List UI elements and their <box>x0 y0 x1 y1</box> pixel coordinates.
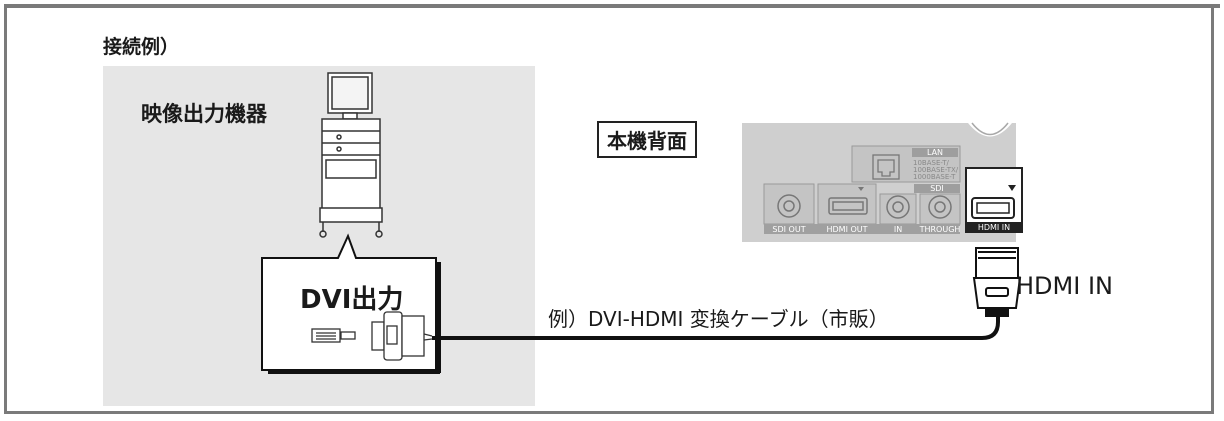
sdi-through-port-icon <box>928 195 952 219</box>
sdi-in-port-icon <box>886 195 910 219</box>
dvi-plug-icon <box>371 311 433 361</box>
rear-panel: LAN 10BASE-T/ 100BASE-TX/ 1000BASE-T SDI <box>742 122 1023 242</box>
dvi-output-label: DVI出力 <box>300 285 404 315</box>
source-device-label: 映像出力機器 <box>141 102 267 126</box>
port-label-hdmi-out: HDMI OUT <box>826 225 867 234</box>
sdi-title: SDI <box>930 184 944 193</box>
diagram-heading: 接続例） <box>103 36 180 58</box>
lan-spec-3: 1000BASE-T <box>913 173 956 181</box>
lan-spec-2: 100BASE-TX/ <box>913 166 959 174</box>
cable <box>432 314 1000 340</box>
cable-label: 例）DVI-HDMI 変換ケーブル（市販） <box>548 307 889 331</box>
port-label-in: IN <box>894 225 902 234</box>
equipment-cart-icon <box>319 72 383 238</box>
lan-spec-1: 10BASE-T/ <box>913 159 950 167</box>
port-label-through: THROUGH <box>919 225 961 234</box>
port-label-hdmi-in: HDMI IN <box>978 223 1010 232</box>
hdmi-in-label: HDMI IN <box>1016 272 1113 300</box>
sdi-out-port-icon <box>777 194 801 218</box>
lan-title: LAN <box>927 148 943 157</box>
hdmi-out-port-icon <box>828 197 868 215</box>
hdmi-plug-icon <box>972 247 1022 317</box>
diagram-frame <box>4 4 1214 414</box>
lan-port-icon <box>872 154 900 180</box>
dvi-port-icon <box>311 328 356 343</box>
port-label-sdi-out: SDI OUT <box>772 225 805 234</box>
rear-panel-label: 本機背面 <box>597 121 697 158</box>
